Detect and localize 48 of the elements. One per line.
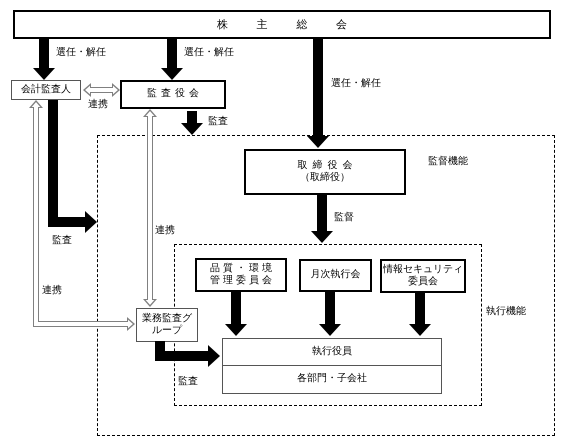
block-arrow <box>319 291 341 336</box>
auditor-box <box>11 80 81 100</box>
board-box <box>120 80 226 109</box>
block-arrow <box>307 39 329 148</box>
edge-label: 連携 <box>155 224 175 237</box>
block-arrow <box>161 39 183 80</box>
block-arrow <box>33 39 55 80</box>
edge-label: 選任・解任 <box>331 77 381 90</box>
node-label: 情報セキュリティ委員会 <box>383 264 463 288</box>
hollow-arrow <box>83 83 120 97</box>
hollow-arrow <box>29 100 135 331</box>
edge-label: 監査 <box>52 234 72 247</box>
edge-label: 監査 <box>178 374 198 388</box>
edge-label: 連携 <box>88 98 108 111</box>
edge-label: 連携 <box>42 284 62 297</box>
block-arrow <box>225 291 247 336</box>
block-arrow <box>311 194 333 243</box>
committee-box <box>299 259 372 292</box>
node-label: 執行役員 <box>312 346 352 358</box>
meeting-box <box>13 10 551 39</box>
node-label: 品質・環境管理委員会 <box>209 262 276 288</box>
region-label: 監督機能 <box>428 156 468 168</box>
node-label: 監査役会 <box>147 88 203 101</box>
node-label: 月次執行会 <box>310 269 360 282</box>
department-box <box>222 365 442 394</box>
node-label: （取締役） <box>300 172 350 184</box>
node-label: 会計監査人 <box>21 84 71 96</box>
edge-label: 監督 <box>334 210 354 224</box>
committee-box <box>195 258 287 292</box>
edge-label: 監査 <box>208 114 228 128</box>
group-box <box>136 308 198 342</box>
block-arrow <box>155 341 220 367</box>
node-label: 各部門・子会社 <box>297 373 367 386</box>
dashed-region <box>174 244 482 406</box>
block-arrow <box>181 111 203 135</box>
hollow-arrow <box>143 109 157 307</box>
dashed-region <box>97 135 555 436</box>
edge-label: 選任・解任 <box>56 46 106 59</box>
node-label: 業務監査グループ <box>141 312 193 338</box>
committee-box <box>380 259 466 293</box>
region-label: 執行機能 <box>486 304 526 318</box>
block-arrow <box>409 292 431 336</box>
block-arrow <box>48 100 97 233</box>
node-label: 株主総会 <box>217 18 376 32</box>
node-label: 取締役会 <box>298 160 358 172</box>
edge-label: 選任・解任 <box>184 46 234 59</box>
board-box <box>244 149 406 195</box>
officer-box <box>222 338 442 366</box>
